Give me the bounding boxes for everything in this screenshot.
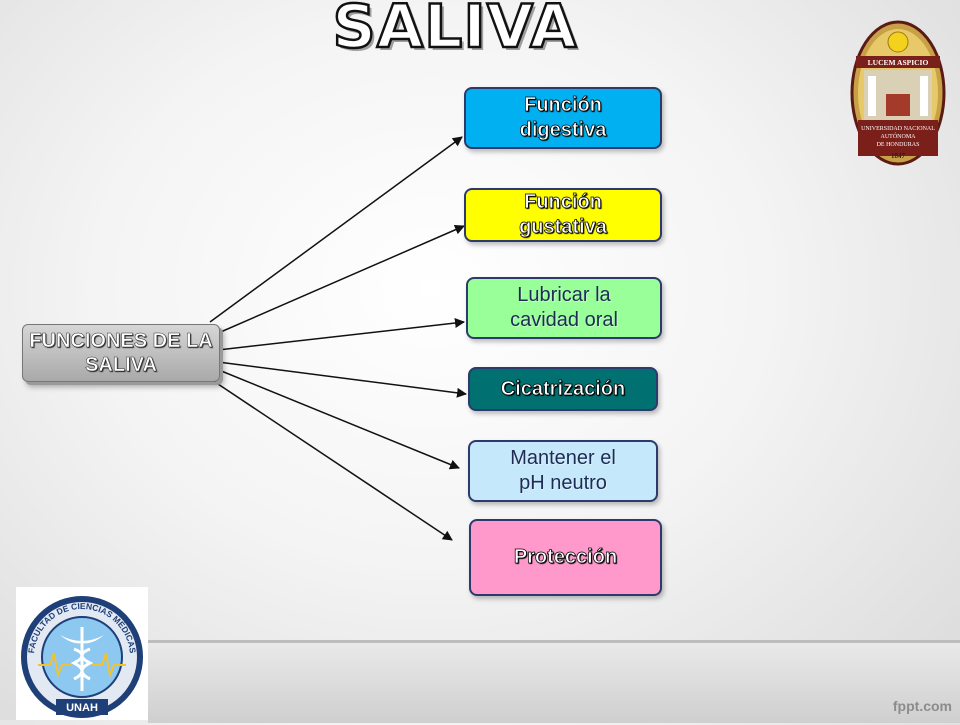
node-line2: gustativa	[519, 216, 608, 239]
slide-title: SALIVA	[331, 0, 578, 63]
faculty-logo: FACULTAD DE CIENCIAS MÉDICAS UNAH	[16, 587, 148, 720]
arrow-to-gustativa	[215, 225, 465, 335]
source-line1: FUNCIONES	[29, 330, 148, 353]
seal-line1: UNIVERSIDAD NACIONAL	[861, 126, 935, 132]
unah-seal-logo: LUCEM ASPICIO UNIVERSIDAD NACIONAL AUTÓN…	[850, 20, 946, 166]
node-line1: Lubricar la	[517, 284, 611, 306]
node-line2: pH neutro	[519, 472, 607, 494]
node-line1: Protección	[513, 546, 618, 569]
seal-line3: DE HONDURAS	[877, 142, 920, 148]
node-line2: digestiva	[519, 119, 607, 142]
arrow-to-proteccion	[205, 375, 453, 541]
node-mantener-ph-neutro: Mantener el pH neutro	[468, 440, 658, 502]
node-cicatrizacion: Cicatrización	[468, 367, 658, 411]
source-line2: DE LA SALIVA	[85, 330, 213, 377]
node-funcion-gustativa: Función gustativa	[464, 188, 662, 242]
arrow-to-digestiva	[209, 136, 463, 323]
node-line2: cavidad oral	[510, 309, 618, 331]
seal-motto: LUCEM ASPICIO	[868, 58, 929, 67]
node-line1: Función	[524, 94, 602, 117]
node-lubricar-cavidad-oral: Lubricar la cavidad oral	[466, 277, 662, 339]
node-line1: Cicatrización	[500, 377, 626, 400]
faculty-bottom-text: UNAH	[66, 702, 98, 714]
source-node-funciones: FUNCIONES DE LA SALIVA	[22, 324, 220, 382]
footer-band	[148, 640, 960, 723]
arrow-to-ph	[213, 367, 460, 470]
seal-line2: AUTÓNOMA	[881, 132, 917, 140]
node-funcion-digestiva: Función digestiva	[464, 87, 662, 149]
arrow-to-cicatrizacion	[217, 361, 467, 398]
caduceus-icon	[38, 627, 126, 691]
arrow-to-lubricar	[217, 318, 465, 351]
node-proteccion: Protección	[469, 519, 662, 596]
seal-year: 1847	[891, 152, 906, 160]
watermark-text: fppt.com	[892, 698, 952, 714]
node-line1: Función	[524, 191, 602, 214]
node-line1: Mantener el	[510, 447, 616, 469]
